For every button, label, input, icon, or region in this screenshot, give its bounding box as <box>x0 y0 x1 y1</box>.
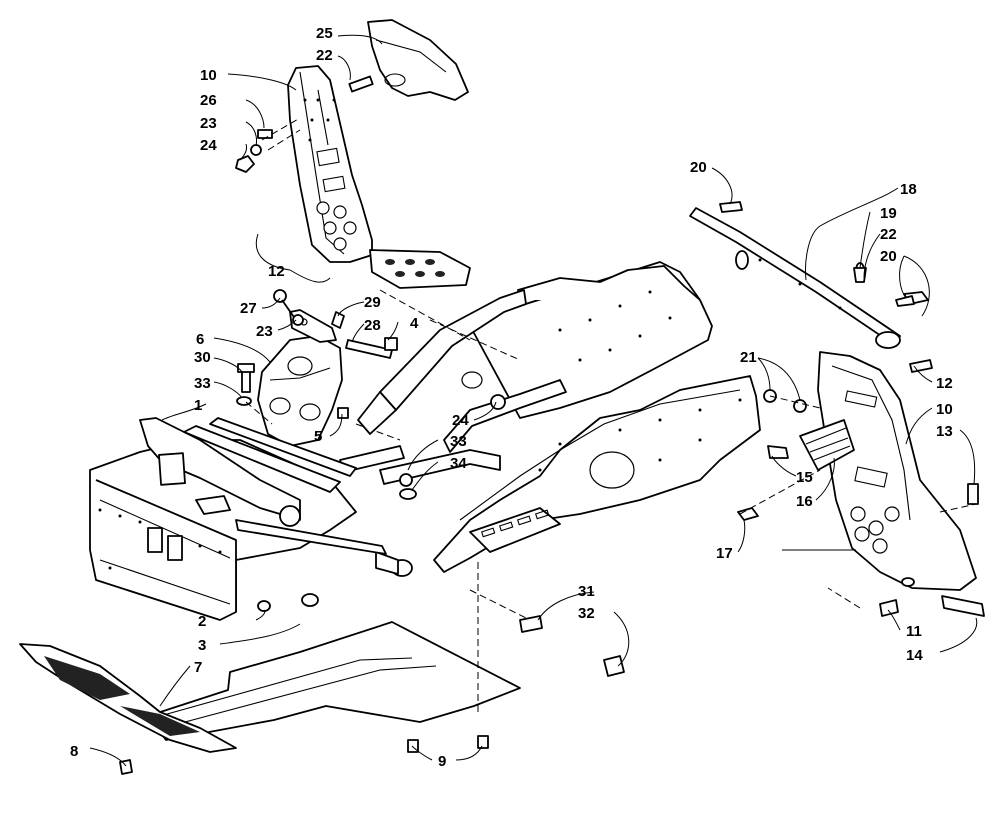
side-panel-mesh <box>799 419 855 471</box>
callout-10-top: 10 <box>200 67 217 84</box>
steering-cover <box>367 19 469 101</box>
callout-33-left: 33 <box>194 375 211 392</box>
callout-23-top: 23 <box>200 115 217 132</box>
callout-7: 7 <box>194 659 202 676</box>
callout-31: 31 <box>578 583 595 600</box>
callout-17: 17 <box>716 545 733 562</box>
callout-32: 32 <box>578 605 595 622</box>
callout-9: 9 <box>438 753 446 770</box>
callout-2: 2 <box>198 613 206 630</box>
callout-21: 21 <box>740 349 757 366</box>
side-panel-right <box>817 351 977 591</box>
callout-27: 27 <box>240 300 257 317</box>
callout-20-right: 20 <box>880 248 897 265</box>
center-hardware <box>257 289 521 612</box>
steering-cross-shaft <box>689 201 929 349</box>
callout-8: 8 <box>70 743 78 760</box>
floor-pan <box>147 562 531 741</box>
callout-22-top: 22 <box>316 47 333 64</box>
callout-10-right: 10 <box>936 401 953 418</box>
callout-19: 19 <box>880 205 897 222</box>
callout-34: 34 <box>450 455 467 472</box>
callout-5: 5 <box>314 428 322 445</box>
callout-11: 11 <box>906 623 922 640</box>
callout-3: 3 <box>198 637 206 654</box>
callout-12-right: 12 <box>936 375 953 392</box>
footrest-plate <box>369 249 471 289</box>
bottom-fasteners <box>119 615 625 775</box>
skid-plate <box>19 643 237 753</box>
callout-13: 13 <box>936 423 953 440</box>
right-hardware <box>737 267 985 617</box>
callout-6: 6 <box>196 331 204 348</box>
callout-12-left: 12 <box>268 263 285 280</box>
callout-23-mid: 23 <box>256 323 273 340</box>
callout-24-mid: 24 <box>452 412 469 429</box>
bracket-fasteners <box>236 289 401 441</box>
leader-lines <box>89 34 978 767</box>
callout-29: 29 <box>364 294 381 311</box>
callout-16: 16 <box>796 493 813 510</box>
callout-30: 30 <box>194 349 211 366</box>
callout-labels: 25 22 10 26 23 24 12 27 29 23 28 4 6 30 … <box>70 25 953 770</box>
callout-25: 25 <box>316 25 333 42</box>
callout-22-right: 22 <box>880 226 897 243</box>
callout-33-mid: 33 <box>450 433 467 450</box>
callout-24-top: 24 <box>200 137 217 154</box>
main-chassis <box>89 261 761 621</box>
callout-18: 18 <box>900 181 917 198</box>
engine-mount-bracket <box>257 309 343 447</box>
steering-support-upper <box>287 65 373 263</box>
callout-20-top: 20 <box>690 159 707 176</box>
callout-15: 15 <box>796 469 813 486</box>
steering-fasteners <box>235 75 374 173</box>
callout-14: 14 <box>906 647 923 664</box>
callout-26: 26 <box>200 92 217 109</box>
callout-1: 1 <box>194 397 202 414</box>
callout-4: 4 <box>410 315 419 332</box>
callout-28: 28 <box>364 317 381 334</box>
